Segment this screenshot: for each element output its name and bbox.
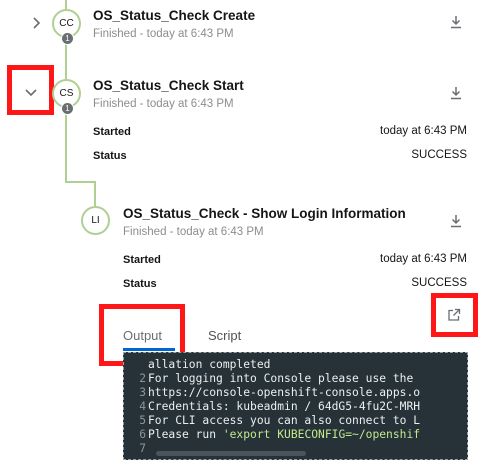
external-link-icon[interactable] — [447, 308, 461, 322]
tab-script[interactable]: Script — [208, 328, 242, 343]
line-number: 6 — [139, 428, 146, 441]
step-count-badge: 1 — [61, 102, 74, 115]
status-value: SUCCESS — [411, 149, 467, 161]
step-initials: CS — [59, 88, 74, 99]
line-number: 3 — [139, 386, 146, 399]
started-label: Started — [123, 254, 161, 266]
step-status-line: Finished - today at 6:43 PM — [93, 98, 234, 110]
timeline-connector — [94, 181, 96, 206]
download-icon[interactable] — [449, 213, 463, 229]
started-value: today at 6:43 PM — [380, 125, 467, 137]
timeline-connector — [65, 38, 67, 79]
step-avatar: CS 1 — [52, 79, 81, 115]
tab-output[interactable]: Output — [123, 328, 163, 343]
timeline-connector — [65, 108, 67, 183]
step-avatar: CC 1 — [52, 9, 81, 45]
status-value: SUCCESS — [411, 277, 467, 289]
console-text: allation completed — [148, 358, 271, 371]
console-line: 7 — [124, 442, 467, 456]
step-status-line: Finished - today at 6:43 PM — [123, 226, 264, 238]
status-label: Status — [123, 278, 157, 290]
console-text: For CLI access you can also connect to L — [148, 414, 421, 427]
console-text: For logging into Console please use the — [148, 372, 414, 385]
line-number: 2 — [139, 372, 146, 385]
step-avatar: LI — [81, 206, 110, 235]
started-label: Started — [93, 126, 131, 138]
timeline-connector — [65, 181, 95, 183]
step-initials: LI — [91, 215, 100, 226]
open-external-highlight — [431, 293, 478, 337]
console-string: 'export KUBECONFIG=~/openshif — [222, 428, 421, 441]
step-title: OS_Status_Check - Show Login Information — [123, 206, 406, 221]
tab-output-underline — [123, 348, 175, 351]
console-text: Please run — [148, 428, 223, 441]
step-title: OS_Status_Check Start — [93, 78, 244, 93]
console-line: allation completed — [124, 358, 467, 372]
line-number: 4 — [139, 400, 146, 413]
timeline-connector — [65, 0, 67, 9]
download-icon[interactable] — [449, 14, 463, 30]
step-initials: CC — [59, 18, 74, 29]
line-number: 5 — [139, 414, 146, 427]
step-status-line: Finished - today at 6:43 PM — [93, 28, 234, 40]
step-title: OS_Status_Check Create — [93, 8, 256, 23]
console-text: Credentials: kubeadmin / 64dG5-4fu2C-MRH — [148, 400, 421, 413]
console-text: https://console-openshift-console.apps.o — [148, 386, 421, 399]
collapse-toggle-highlight — [7, 65, 54, 115]
chevron-down-icon[interactable] — [23, 84, 39, 100]
chevron-right-icon[interactable] — [28, 15, 44, 31]
started-value: today at 6:43 PM — [380, 253, 467, 265]
step-count-badge: 1 — [61, 32, 74, 45]
line-number: 7 — [139, 442, 146, 455]
download-icon[interactable] — [449, 85, 463, 101]
console-horizontal-scrollbar[interactable] — [156, 451, 306, 456]
status-label: Status — [93, 150, 127, 162]
